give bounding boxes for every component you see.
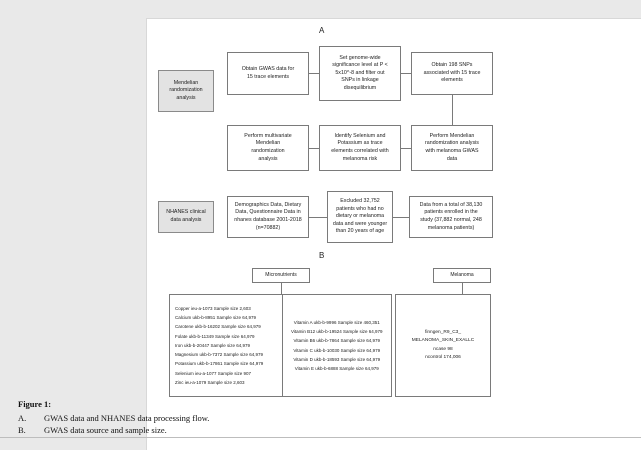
list-item: Vitamin B6 ukb-b-7864 Sample size 64,979 [293,338,380,344]
list-item: Copper ieu-a-1073 Sample size 2,603 [175,306,251,312]
bottom-rule [0,437,641,438]
list-item: Zinc ieu-a-1079 Sample size 2,603 [175,379,245,385]
header-melanoma: Melanoma [433,268,491,283]
caption-key: A. [18,412,27,423]
caption-item-a: A. GWAS data and NHANES data processing … [18,413,318,423]
list-item: Carotene ukb-b-16202 Sample size 64,979 [175,324,261,330]
connector-b2 [462,283,463,294]
list-item: Calcium ukb-b-8951 Sample size 64,979 [175,315,257,321]
caption-text: GWAS data source and sample size. [44,425,167,435]
list-item: Vitamin C ukb-b-10030 Sample size 64,979 [293,347,381,353]
list-item: Iron ukb-b-20447 Sample size 64,979 [175,342,251,348]
box-perform-mr-melanoma: Perform Mendelian randomization analysis… [411,125,493,171]
panel-b-letter: B [319,251,325,260]
box-final-cohort: Data from a total of 38,130 patients enr… [409,196,493,238]
micronutrients-list-box: Copper ieu-a-1073 Sample size 2,603 Calc… [169,294,392,397]
figure-caption: Figure 1: A. GWAS data and NHANES data p… [18,399,318,438]
box-genome-wide-significance: Set genome-wide significance level at P … [319,46,401,101]
column-divider [281,295,283,396]
box-multivariate-mr: Perform multivariate Mendelian randomiza… [227,125,309,171]
list-item: Vitamin E ukb-b-6888 Sample size 64,979 [294,365,379,371]
connector-a2 [401,73,411,74]
connector-a3 [452,95,453,125]
connector-a7 [393,217,409,218]
figure-canvas: A Mendelian randomization analysis Obtai… [147,19,641,450]
caption-title: Figure 1: [18,399,52,409]
box-obtain-gwas-data: Obtain GWAS data for 15 trace elements [227,52,309,95]
list-item: Selenium ieu-a-1077 Sample size 907 [175,370,252,376]
side-label-nhanes: NHANES clinical data analysis [158,201,214,233]
list-item: Vitamin B12 ukb-b-19524 Sample size 64,9… [291,329,383,335]
caption-item-b: B. GWAS data source and sample size. [18,425,318,435]
list-item: Vitamin A ukb-b-9996 Sample size 460,351 [293,319,380,325]
connector-a4 [309,148,319,149]
box-obtain-198-snps: Obtain 198 SNPs associated with 15 trace… [411,52,493,95]
box-identify-selenium-potassium: Identify Selenium and Potassium as trace… [319,125,401,171]
minerals-column: Copper ieu-a-1073 Sample size 2,603 Calc… [170,295,282,396]
list-item: Magnesium ukb-b-7372 Sample size 64,979 [175,352,264,358]
header-micronutrients: Micronutrients [252,268,310,283]
vitamins-column: Vitamin A ukb-b-9996 Sample size 460,351… [283,295,392,396]
side-label-mendelian: Mendelian randomization analysis [158,70,214,112]
melanoma-source-box: finngen_R9_C3_ MELANOMA_SKIN_EXALLC ncas… [395,294,491,397]
caption-text: GWAS data and NHANES data processing flo… [44,412,210,423]
list-item: Potassium ukb-b-17861 Sample size 64,979 [175,361,264,367]
connector-a5 [401,148,411,149]
content-sheet: A Mendelian randomization analysis Obtai… [146,18,641,450]
list-item: Vitamin D ukb-b-18593 Sample size 64,979 [293,356,381,362]
connector-a1 [309,73,319,74]
box-excluded-patients: Excluded 32,752 patients who had no diet… [327,191,393,243]
panel-a-letter: A [319,26,325,35]
list-item: Folate ukb-b-11349 Sample size 64,979 [175,333,255,339]
connector-b1 [281,283,282,294]
box-nhanes-demographics: Demographics Data, Dietary Data, Questio… [227,196,309,238]
connector-a6 [309,217,327,218]
caption-key: B. [18,425,26,435]
